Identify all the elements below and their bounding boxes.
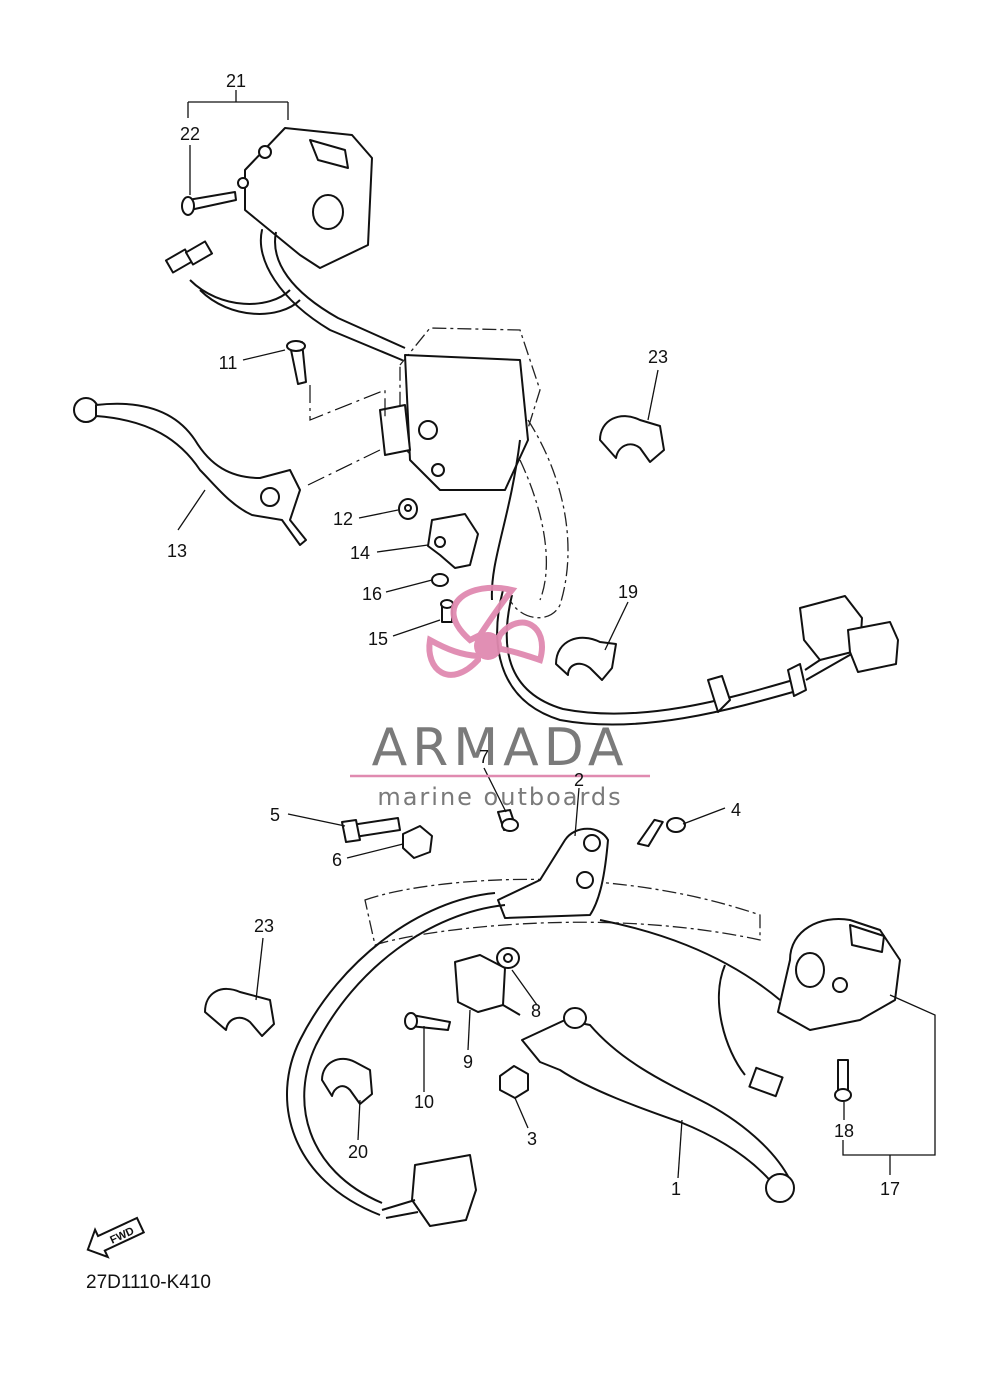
pivot-bolt xyxy=(286,340,307,385)
callout-23-lower: 23 xyxy=(254,916,274,936)
clutch-cable xyxy=(286,892,506,1216)
wire-clamp-19 xyxy=(555,636,617,681)
washer xyxy=(431,573,449,587)
lever-pivot-collar xyxy=(499,1065,529,1099)
wire-clamp-23-upper xyxy=(599,415,665,463)
clutch-lever xyxy=(521,1007,795,1203)
callout-12: 12 xyxy=(333,509,353,529)
right-switch-screw xyxy=(834,1059,852,1102)
right-handlebar-switch xyxy=(599,918,901,1098)
left-handlebar-switch xyxy=(237,127,406,361)
holder-bolt-4 xyxy=(636,817,686,848)
callout-6: 6 xyxy=(332,850,342,870)
callout-17: 17 xyxy=(880,1179,900,1199)
armada-logo xyxy=(426,584,545,678)
callout-11: 11 xyxy=(219,353,238,373)
clutch-switch-screw xyxy=(404,1012,451,1031)
callout-16: 16 xyxy=(362,584,382,604)
callout-20: 20 xyxy=(348,1142,368,1162)
callout-15: 15 xyxy=(368,629,388,649)
holder-bolt-7 xyxy=(497,809,519,832)
callout-22: 22 xyxy=(180,124,200,144)
harness-connector-right xyxy=(799,595,899,673)
watermark-tagline: marine outboards xyxy=(377,783,622,811)
callout-19: 19 xyxy=(618,582,638,602)
brake-master-cylinder xyxy=(379,354,529,601)
callout-2: 2 xyxy=(574,770,584,790)
lever-nut xyxy=(402,825,433,859)
callout-8: 8 xyxy=(531,1001,541,1021)
brake-light-switch xyxy=(427,513,479,569)
harness-connector-left xyxy=(381,1154,477,1227)
clutch-switch xyxy=(454,954,521,1016)
callout-4: 4 xyxy=(731,800,741,820)
callout-7: 7 xyxy=(479,747,489,767)
leader-lines xyxy=(177,90,936,1179)
diagram-code: 27D1110-K410 xyxy=(86,1272,211,1293)
callout-labels: 21 22 11 23 13 12 14 16 15 19 7 2 5 4 6 … xyxy=(167,71,900,1199)
callout-5: 5 xyxy=(270,805,280,825)
fwd-arrow-icon: FWD xyxy=(86,1216,146,1259)
lever-collar xyxy=(398,498,418,520)
wire-clamp-20 xyxy=(321,1057,373,1105)
switch-wire-lead xyxy=(164,240,301,315)
lever-bolt xyxy=(341,817,401,843)
clutch-lever-holder xyxy=(497,827,609,919)
switch-screw xyxy=(181,191,237,216)
callout-21: 21 xyxy=(226,71,246,91)
switch-mount-screw xyxy=(440,599,454,623)
callout-14: 14 xyxy=(350,543,370,563)
callout-1: 1 xyxy=(671,1179,681,1199)
callout-3: 3 xyxy=(527,1129,537,1149)
clutch-collar xyxy=(496,947,520,969)
wire-clamp-23-lower xyxy=(204,987,275,1037)
watermark-brand: ARMADA xyxy=(372,718,629,778)
front-brake-lever xyxy=(73,397,307,546)
callout-23-upper: 23 xyxy=(648,347,668,367)
callout-9: 9 xyxy=(463,1052,473,1072)
callout-13: 13 xyxy=(167,541,187,561)
callout-18: 18 xyxy=(834,1121,854,1141)
callout-10: 10 xyxy=(414,1092,434,1112)
